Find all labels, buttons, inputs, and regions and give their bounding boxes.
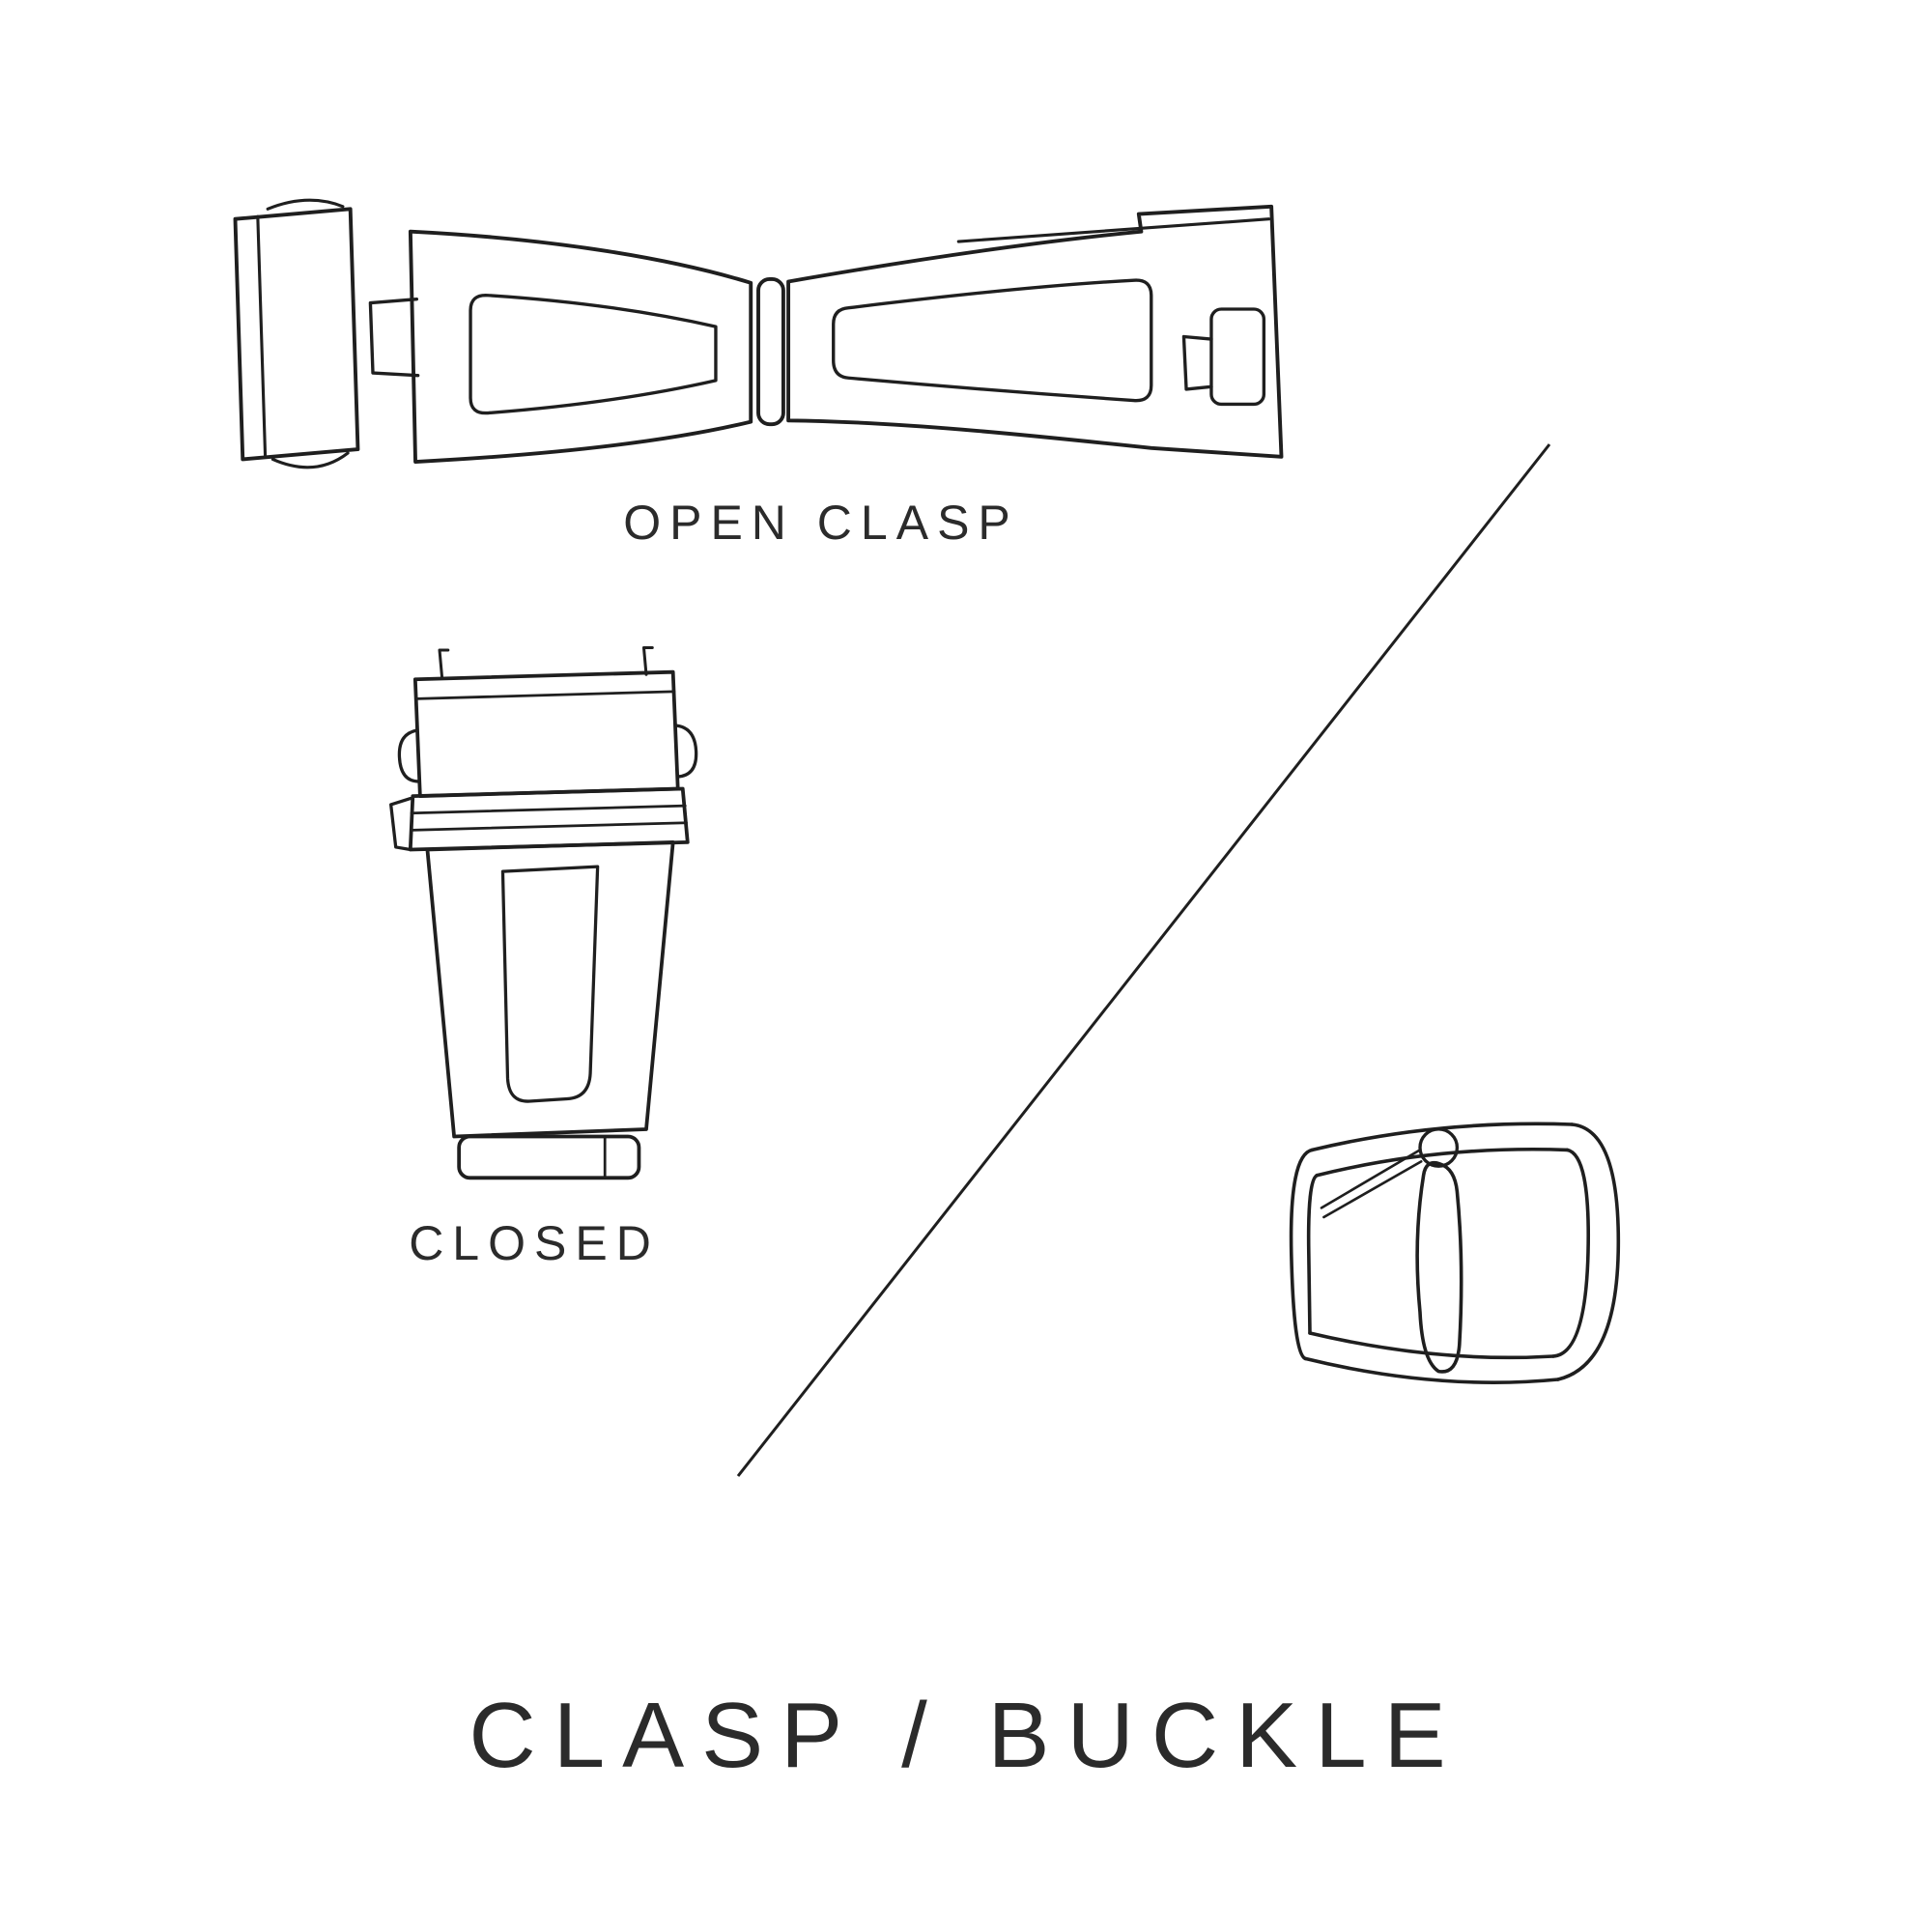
head-top-line — [414, 690, 676, 700]
diagonal-divider — [736, 443, 1551, 1477]
catch — [1209, 307, 1266, 407]
diagram-title: CLASP / BUCKLE — [469, 1684, 1463, 1787]
left-blade-cutout — [469, 294, 718, 415]
body-cutout — [500, 865, 600, 1103]
band-outline — [408, 786, 690, 852]
right-bar-inner — [1551, 1148, 1591, 1358]
left-bar-outer — [1289, 1148, 1315, 1361]
pin — [1415, 1160, 1463, 1374]
band-notch — [389, 796, 412, 852]
end-link-fold-line — [256, 214, 268, 459]
divider-line — [736, 443, 1551, 1477]
bottom-bar-outer — [1303, 1356, 1560, 1384]
pin-loop — [1418, 1127, 1460, 1168]
end-link-bottom-arc — [270, 451, 350, 469]
buckle-figure — [1229, 1078, 1646, 1426]
head-outline — [412, 669, 680, 798]
right-blade-fold-line — [956, 217, 1271, 243]
right-bar-outer — [1556, 1122, 1621, 1381]
closed-clasp-label: CLOSED — [409, 1216, 660, 1270]
clasp-tab — [368, 297, 420, 378]
left-ear — [397, 728, 421, 783]
open-clasp-label: OPEN CLASP — [623, 496, 1019, 550]
body-outline — [425, 840, 675, 1139]
open-clasp-illustration — [233, 198, 1284, 469]
catch-hook — [1181, 334, 1213, 391]
foot — [457, 1134, 641, 1180]
divider-container — [730, 437, 1561, 1485]
right-ear — [674, 724, 698, 779]
top-bar-outer — [1310, 1122, 1574, 1152]
bottom-bar-inner — [1308, 1331, 1555, 1360]
axle-line-2 — [1322, 1160, 1423, 1219]
left-bar-inner — [1306, 1174, 1319, 1335]
closed-clasp-illustration — [389, 646, 698, 1180]
top-bar-inner — [1315, 1147, 1570, 1178]
axle-line-1 — [1320, 1149, 1422, 1209]
right-blade-outline — [786, 204, 1284, 459]
hinge — [756, 276, 785, 427]
left-prong — [438, 648, 450, 679]
closed-clasp-figure — [379, 645, 707, 1205]
end-link-top-arc — [266, 198, 345, 211]
left-blade-outline — [408, 229, 753, 464]
open-clasp-figure — [208, 174, 1309, 499]
right-blade-cutout — [832, 278, 1153, 403]
band-line-2 — [410, 821, 688, 832]
band-line-1 — [410, 804, 687, 815]
right-prong — [641, 646, 654, 676]
end-link-outline — [233, 207, 360, 462]
buckle-illustration — [1289, 1122, 1621, 1384]
